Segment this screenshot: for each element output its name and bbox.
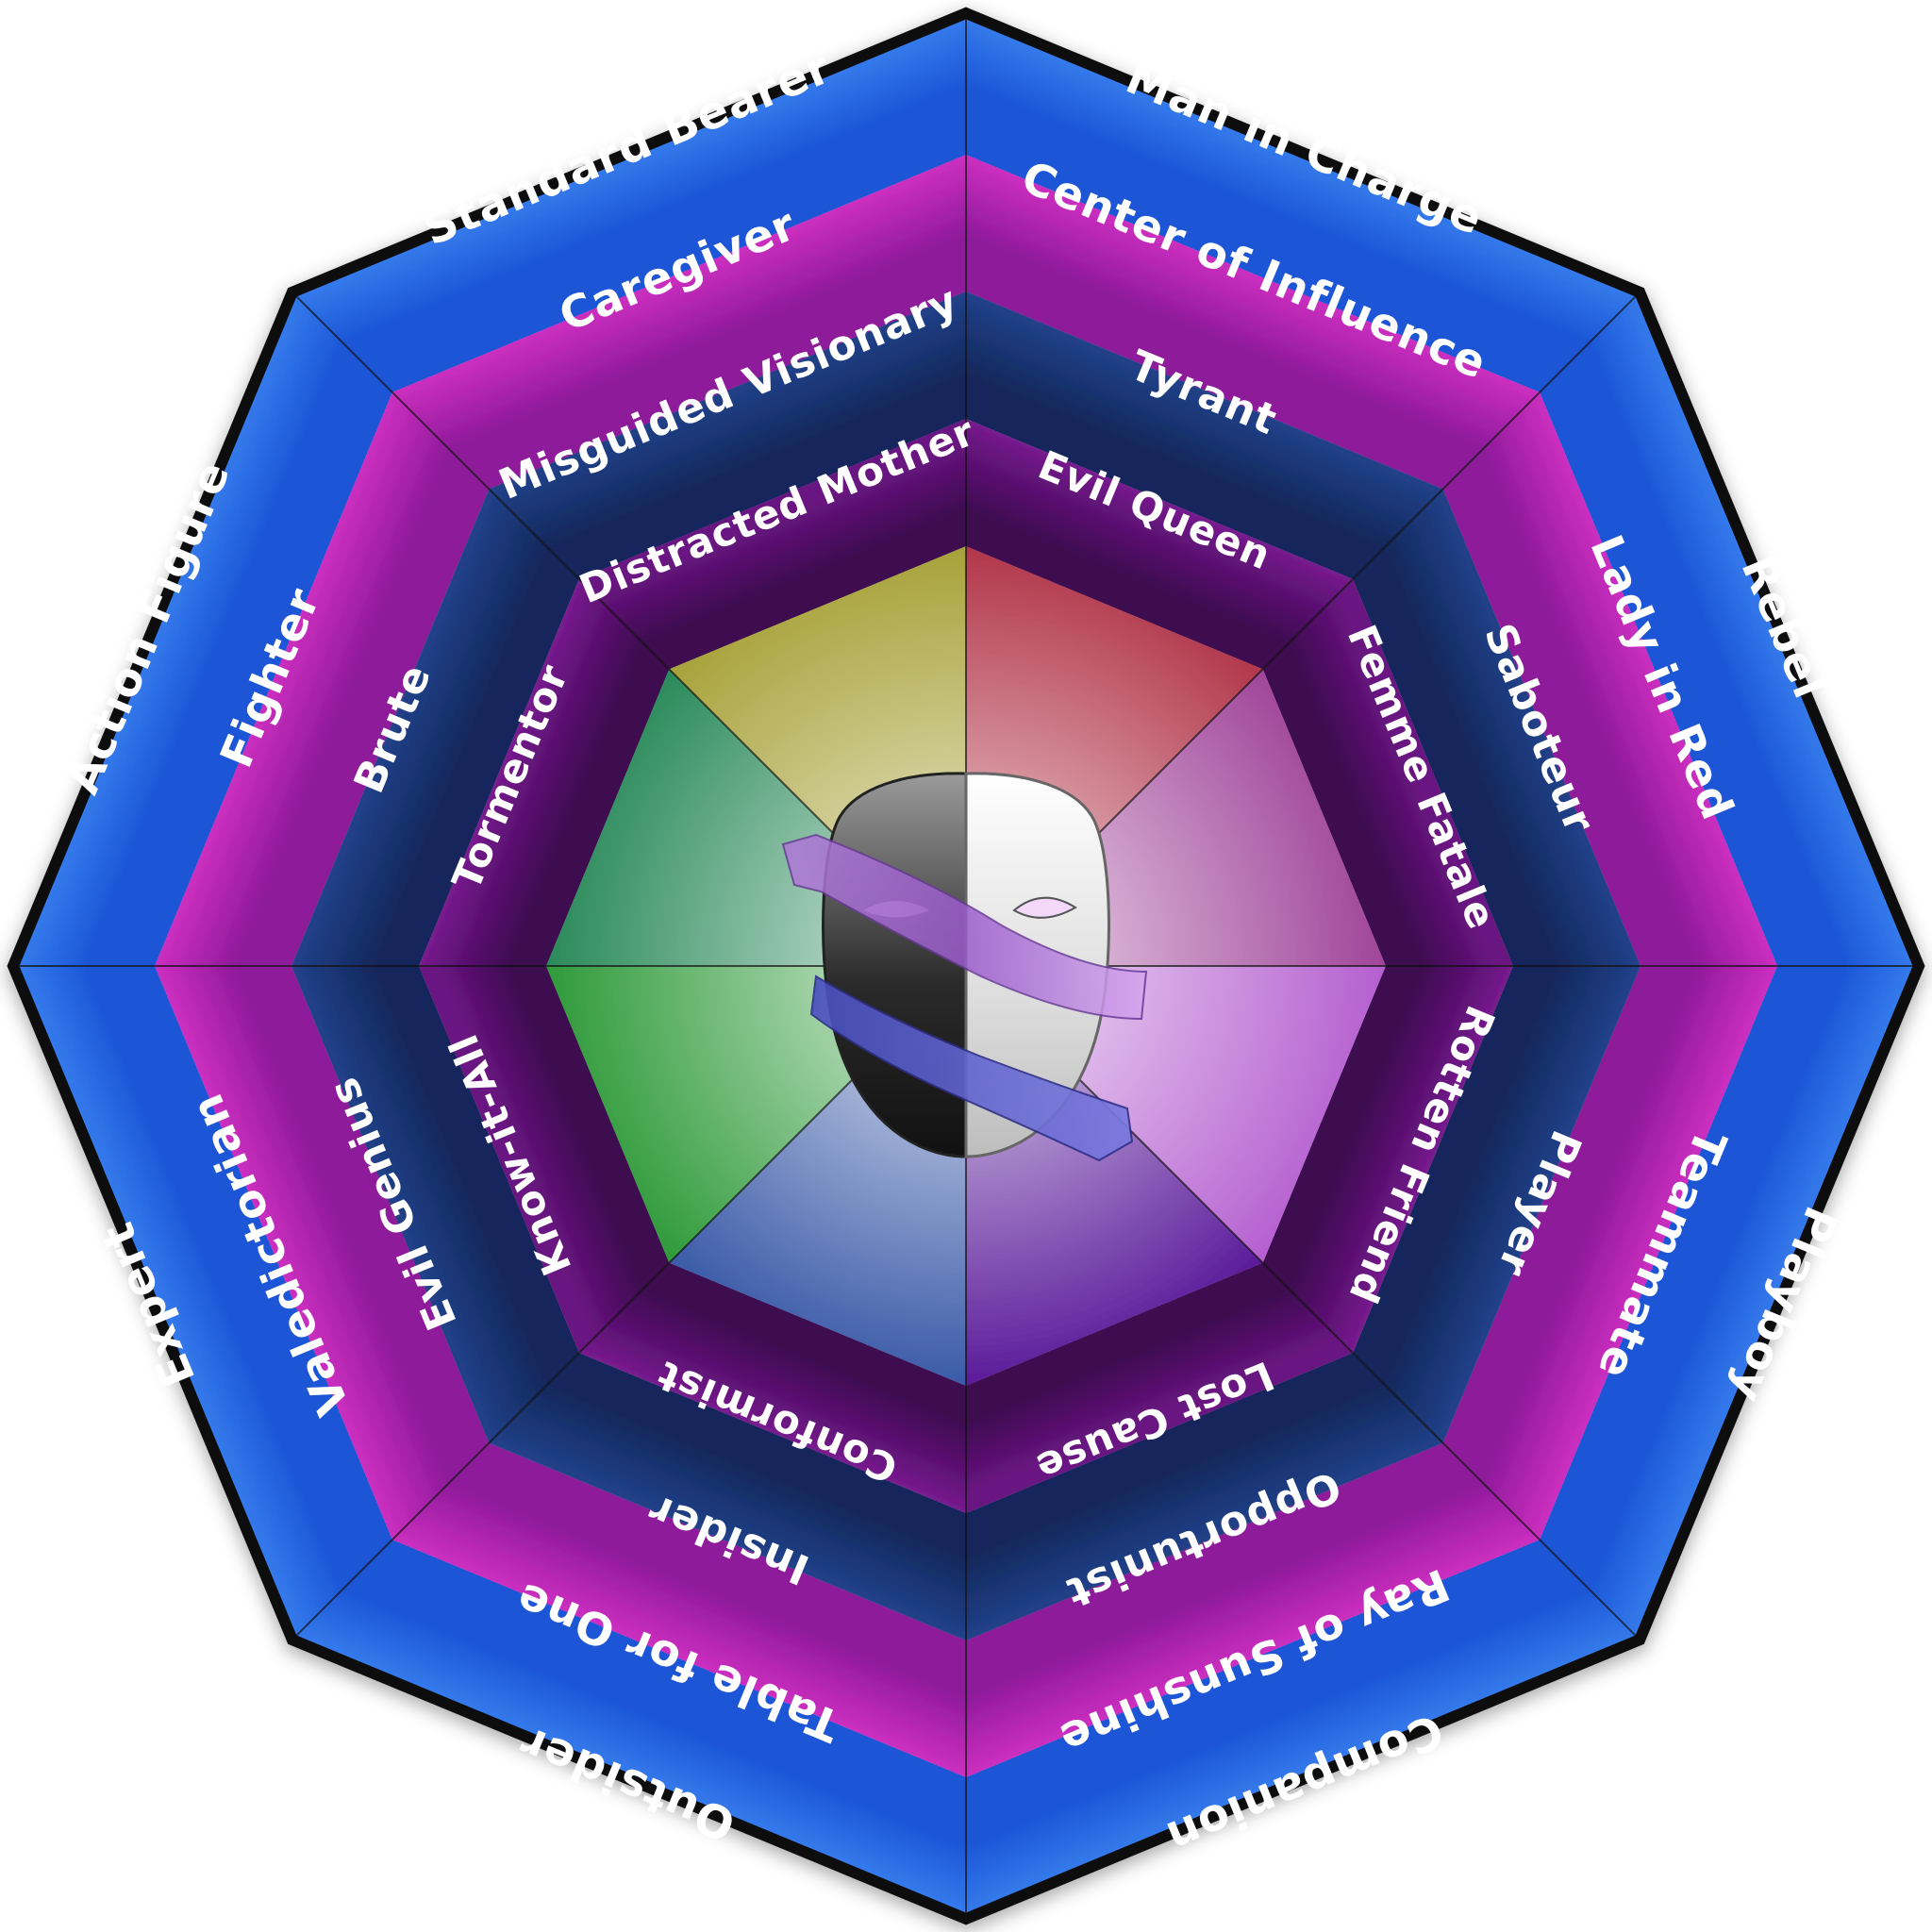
sector-outer-7 xyxy=(291,13,966,392)
sector-inner-3 xyxy=(966,1262,1354,1513)
sector-outer-6 xyxy=(13,291,392,966)
sector-third-4 xyxy=(489,1353,966,1641)
sector-outer-4 xyxy=(291,1540,966,1919)
sector-third-0 xyxy=(966,291,1443,579)
sector-inner-7 xyxy=(578,419,966,670)
sector-third-7 xyxy=(489,291,966,579)
sector-third-6 xyxy=(291,489,579,966)
sector-third-3 xyxy=(966,1353,1443,1641)
sector-second-1 xyxy=(1442,391,1777,966)
sector-inner-1 xyxy=(1262,578,1513,966)
sector-inner-5 xyxy=(419,966,670,1354)
theater-mask-icon xyxy=(781,772,1148,1162)
sector-inner-4 xyxy=(578,1262,966,1513)
sector-outer-0 xyxy=(966,13,1641,392)
sector-outer-3 xyxy=(966,1540,1641,1919)
mask-ribbon-top xyxy=(781,833,1148,1021)
sector-second-3 xyxy=(966,1442,1541,1777)
sector-outer-5 xyxy=(13,966,392,1641)
sector-second-6 xyxy=(155,391,490,966)
mask-ribbon-bottom xyxy=(809,974,1134,1162)
sector-second-7 xyxy=(391,155,966,490)
sector-inner-2 xyxy=(1262,966,1513,1354)
octagon-border xyxy=(7,7,1925,1925)
sector-third-1 xyxy=(1353,489,1641,966)
sector-second-4 xyxy=(391,1442,966,1777)
sector-third-5 xyxy=(291,966,579,1443)
sector-second-2 xyxy=(1442,966,1777,1541)
sector-outer-1 xyxy=(1540,291,1919,966)
sector-second-5 xyxy=(155,966,490,1541)
sector-outer-2 xyxy=(1540,966,1919,1641)
sector-second-0 xyxy=(966,155,1541,490)
sector-inner-0 xyxy=(966,419,1354,670)
mask-right-eye xyxy=(1012,896,1077,919)
sector-inner-6 xyxy=(419,578,670,966)
sector-third-2 xyxy=(1353,966,1641,1443)
